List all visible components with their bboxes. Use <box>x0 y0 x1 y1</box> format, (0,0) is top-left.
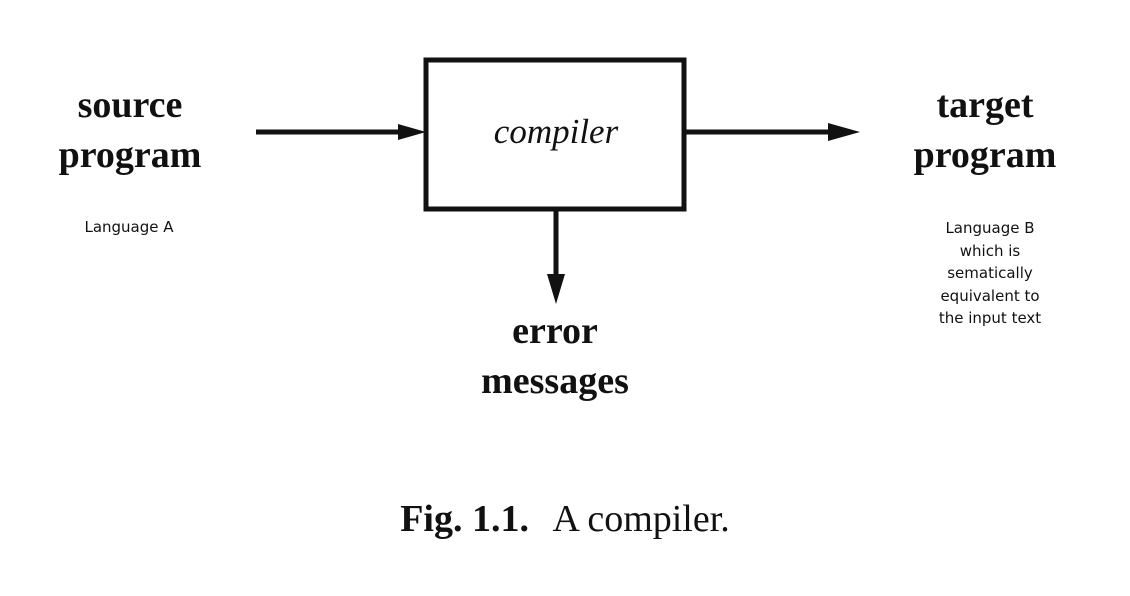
source-program-label: source program <box>30 80 230 180</box>
caption-text: A compiler. <box>552 498 730 540</box>
target-label-line1: target <box>936 84 1034 126</box>
target-program-label: target program <box>880 80 1090 180</box>
figure-number: Fig. 1.1. <box>400 498 529 540</box>
source-label-line2: program <box>58 134 202 176</box>
source-language-note: Language A <box>84 218 174 236</box>
figure-caption: Fig. 1.1. A compiler. <box>300 495 830 543</box>
target-note-line: the input text <box>938 309 1042 327</box>
error-messages-label: error messages <box>440 306 670 406</box>
target-note-line: which is <box>959 241 1021 260</box>
error-label-line1: error <box>512 310 598 352</box>
output-arrowhead <box>828 123 860 141</box>
input-arrowhead <box>398 124 426 140</box>
source-label-line1: source <box>77 84 183 126</box>
target-note-line: Language B <box>945 219 1035 237</box>
compiler-label: compiler <box>493 112 619 151</box>
target-label-line2: program <box>913 134 1057 176</box>
error-label-line2: messages <box>481 360 629 402</box>
target-note-line: equivalent to <box>940 286 1040 305</box>
error-arrowhead <box>547 274 565 304</box>
target-note-line: sematically <box>947 264 1033 282</box>
target-language-note: Language B which is sematically equivale… <box>905 217 1075 330</box>
